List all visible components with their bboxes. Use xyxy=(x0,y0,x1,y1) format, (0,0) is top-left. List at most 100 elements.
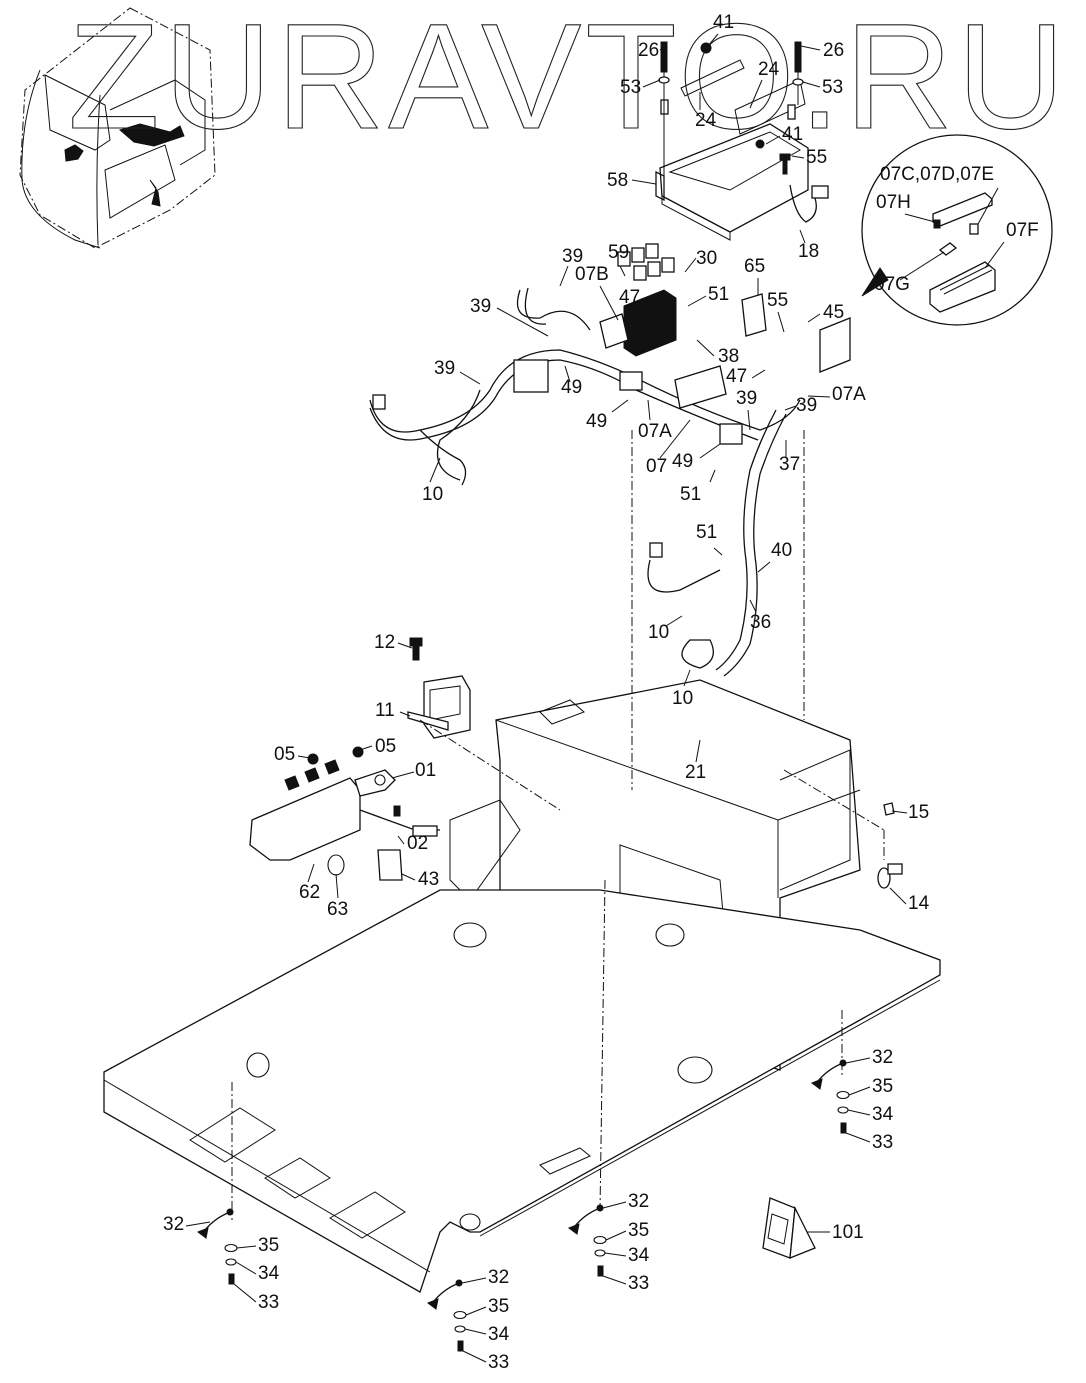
part-callout-43: 43 xyxy=(418,869,439,890)
callout-leader-55 xyxy=(791,155,805,159)
part-callout-45: 45 xyxy=(823,302,844,323)
callout-leader-49 xyxy=(611,399,629,413)
callout-leader-01 xyxy=(391,771,415,779)
watermark-text: ZURAVTO.RU xyxy=(68,0,1069,160)
part-callout-35: 35 xyxy=(872,1076,893,1097)
part-callout-33: 33 xyxy=(872,1132,893,1153)
callout-leader-55 xyxy=(777,311,785,333)
part-callout-07B: 07B xyxy=(575,264,609,285)
callout-leader-35 xyxy=(465,1306,487,1316)
part-callout-47: 47 xyxy=(726,366,747,387)
part-callout-58: 58 xyxy=(607,170,628,191)
callout-leader-33 xyxy=(233,1283,257,1303)
callout-leader-34 xyxy=(464,1328,487,1335)
callout-leader-45 xyxy=(807,313,821,323)
callout-leader-32 xyxy=(602,1201,627,1209)
box-bracket xyxy=(407,637,471,739)
part-callout-35: 35 xyxy=(258,1235,279,1256)
part-callout-55: 55 xyxy=(806,147,827,168)
callout-leader-30 xyxy=(684,257,697,273)
callout-leader-39 xyxy=(559,265,569,287)
cab-locator-thumbnail xyxy=(19,7,216,249)
assembly-leader-lines xyxy=(231,430,885,1220)
callout-leader-21 xyxy=(695,739,701,763)
callout-leader-02 xyxy=(397,835,405,845)
mini-harness xyxy=(64,123,185,207)
part-callout-35: 35 xyxy=(488,1296,509,1317)
callout-leader-53 xyxy=(642,79,661,88)
callout-leader-07A xyxy=(647,399,651,421)
inset-leader xyxy=(904,213,936,223)
callout-leader-10 xyxy=(429,457,441,483)
part-callout-24: 24 xyxy=(758,59,780,80)
part-callout-33: 33 xyxy=(628,1273,649,1294)
callout-leader-35 xyxy=(848,1086,871,1096)
part-callout-05: 05 xyxy=(375,736,396,757)
part-callout-12: 12 xyxy=(374,632,395,653)
part-callout-10: 10 xyxy=(672,688,693,709)
callout-leader-07B xyxy=(599,285,619,321)
ground-cable-sets xyxy=(196,1059,850,1352)
callout-leader-59 xyxy=(619,265,626,277)
part-callout-11: 11 xyxy=(375,700,395,721)
part-callout-39: 39 xyxy=(470,296,491,317)
callout-leader-24 xyxy=(749,79,763,109)
part-callout-02: 02 xyxy=(407,833,428,854)
part-callout-62: 62 xyxy=(299,882,320,903)
relay-fuse-block xyxy=(599,243,677,357)
part-callout-51: 51 xyxy=(708,284,729,305)
part-callout-39: 39 xyxy=(736,388,757,409)
callout-leader-18 xyxy=(799,229,806,244)
controller-assembly xyxy=(655,41,829,241)
part-callout-34: 34 xyxy=(488,1324,510,1345)
part-callout-39: 39 xyxy=(562,246,583,267)
inset-callout-07g: 07G xyxy=(874,274,910,295)
inset-leader xyxy=(977,187,999,225)
callout-leader-62 xyxy=(307,863,315,883)
inset-callout-07c-07d-07e: 07C,07D,07E xyxy=(880,164,994,185)
part-callout-21: 21 xyxy=(685,762,706,783)
part-callout-26: 26 xyxy=(823,40,844,61)
callout-leader-14 xyxy=(889,887,907,905)
part-callout-14: 14 xyxy=(908,893,930,914)
callout-leader-34 xyxy=(235,1261,257,1275)
callout-leader-35 xyxy=(605,1230,627,1241)
part-callout-36: 36 xyxy=(750,612,771,633)
callout-leader-10 xyxy=(665,615,683,627)
callout-leader-12 xyxy=(397,642,413,649)
part-callout-32: 32 xyxy=(488,1267,509,1288)
callout-leader-38 xyxy=(696,339,715,357)
part-callout-05: 05 xyxy=(274,744,295,765)
part-callout-26: 26 xyxy=(638,40,659,61)
callout-leader-32 xyxy=(461,1277,487,1284)
callout-leader-05 xyxy=(359,745,373,751)
clip-and-terminal xyxy=(877,802,903,889)
part-callout-07A: 07A xyxy=(832,384,866,405)
callout-leader-58 xyxy=(631,179,657,185)
part-callout-07A: 07A xyxy=(638,421,672,442)
part-callout-15: 15 xyxy=(908,802,929,823)
callout-leader-39 xyxy=(784,405,797,411)
part-callout-07: 07 xyxy=(646,456,667,477)
inset-leader xyxy=(984,241,1005,269)
callout-leader-33 xyxy=(602,1275,627,1285)
part-callout-24: 24 xyxy=(695,110,717,131)
callout-leader-07A xyxy=(807,395,831,398)
part-callout-10: 10 xyxy=(422,484,443,505)
callout-leader-39 xyxy=(459,371,481,385)
part-callout-32: 32 xyxy=(872,1047,893,1068)
inset-callout-07h: 07H xyxy=(876,192,911,213)
part-callout-38: 38 xyxy=(718,346,739,367)
callout-leader-39 xyxy=(496,307,549,337)
part-callout-39: 39 xyxy=(434,358,455,379)
part-callout-55: 55 xyxy=(767,290,788,311)
part-callout-49: 49 xyxy=(561,377,582,398)
callout-leader-32 xyxy=(845,1057,871,1064)
part-callout-65: 65 xyxy=(744,256,765,277)
part-callout-59: 59 xyxy=(608,242,629,263)
callout-leader-49 xyxy=(564,365,571,383)
callout-leader-41 xyxy=(765,135,781,145)
part-callout-35: 35 xyxy=(628,1220,649,1241)
